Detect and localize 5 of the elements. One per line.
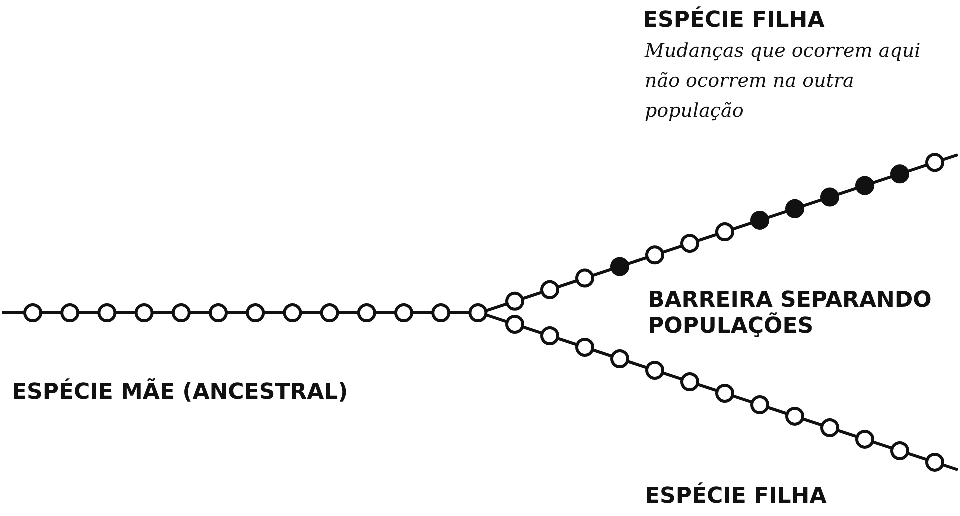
heading-text: BARREIRA SEPARANDO POPULAÇÕES	[648, 288, 933, 340]
heading-text: ESPÉCIE MÃE (ANCESTRAL)	[12, 380, 350, 406]
heading-text: ESPÉCIE FILHA	[643, 8, 826, 34]
description-text: Mudanças que ocorrem aqui não ocorrem na outra população	[645, 39, 922, 124]
heading-text: ESPÉCIE FILHA	[645, 484, 828, 510]
